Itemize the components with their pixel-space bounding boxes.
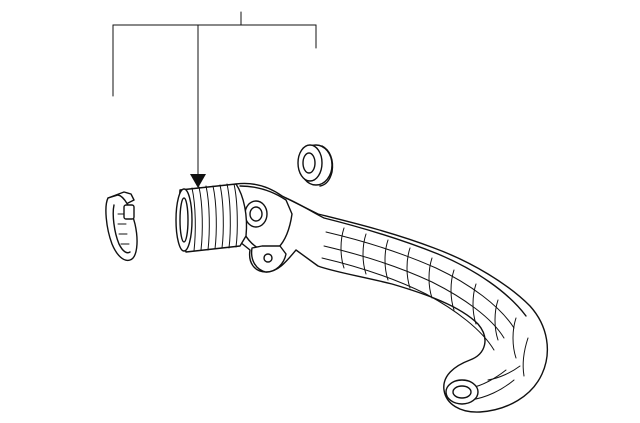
callout-leaders	[112, 11, 317, 188]
air-intake-duct-icon	[175, 182, 549, 413]
hose-clamp-icon	[105, 191, 138, 262]
grommet-icon	[297, 144, 334, 187]
arrow-head-icon	[190, 174, 206, 188]
